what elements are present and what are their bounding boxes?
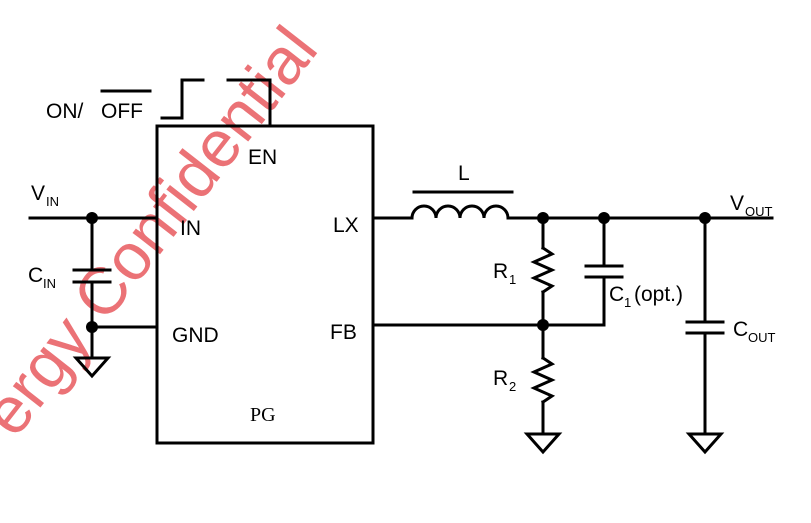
ground-symbol-r2	[523, 432, 563, 455]
chip-name: PG	[250, 404, 276, 426]
cin-label: C	[28, 264, 43, 287]
c1-opt-label: (opt.)	[634, 283, 683, 306]
vin-subscript: IN	[46, 194, 59, 209]
off-label: OFF	[101, 100, 143, 123]
pin-label-gnd: GND	[172, 324, 219, 347]
r1-resistor	[530, 245, 556, 295]
r2-resistor	[530, 355, 556, 405]
pin-label-en: EN	[248, 146, 277, 169]
en-pulse-signal	[160, 78, 205, 120]
r1-subscript: 1	[509, 272, 516, 287]
inductor-coil	[410, 204, 510, 220]
inductor-label: L	[458, 162, 470, 185]
ground-symbol-input	[72, 356, 112, 379]
en-pulse-signal-2	[226, 78, 272, 128]
vout-subscript: OUT	[745, 204, 773, 219]
on-label: ON/	[46, 100, 84, 123]
r2-subscript: 2	[509, 379, 516, 394]
c1-subscript: 1	[624, 295, 631, 310]
c1-label: C	[609, 283, 624, 306]
ic-body	[155, 124, 375, 445]
vout-label: V	[730, 192, 744, 215]
cout-label: C	[733, 318, 748, 341]
cin-subscript: IN	[43, 276, 56, 291]
pin-label-lx: LX	[333, 214, 359, 237]
gnd-node	[86, 321, 98, 333]
pin-label-in: IN	[180, 217, 201, 240]
pin-label-fb: FB	[330, 321, 357, 344]
r2-label: R	[493, 367, 508, 390]
ground-symbol-output	[685, 432, 725, 455]
r1-label: R	[493, 260, 508, 283]
cout-subscript: OUT	[748, 330, 776, 345]
vin-label: V	[31, 182, 45, 205]
confidential-watermark: ergy Confidential	[0, 13, 331, 449]
